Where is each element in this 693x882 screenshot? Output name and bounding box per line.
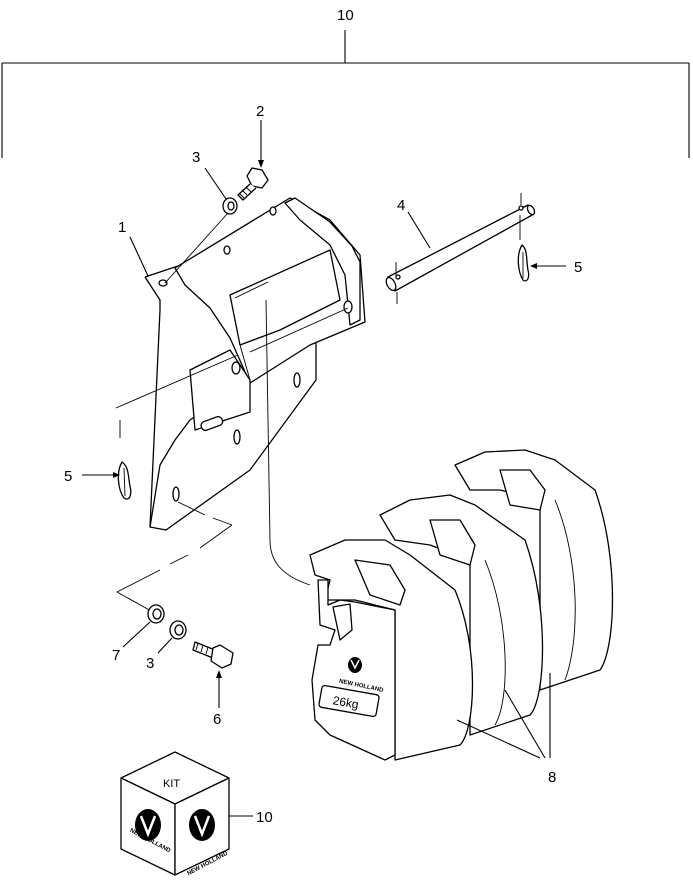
bolt-6 [192, 641, 234, 669]
callout-3-bottom: 3 [146, 655, 154, 672]
callout-5-right: 5 [574, 259, 582, 276]
kit-box: KIT NEW HOLLAND NEW HOLLAND [120, 751, 230, 877]
weight-front: NEW HOLLAND 26kg [309, 539, 474, 761]
bolt-2 [237, 167, 269, 201]
callout-4: 4 [397, 197, 405, 214]
callout-1: 1 [118, 219, 126, 236]
pin-4 [385, 204, 536, 292]
r-clip-5-left [117, 461, 132, 500]
callout-8: 8 [548, 769, 556, 786]
callout-2: 2 [256, 103, 264, 120]
kit-bracket [1, 30, 690, 158]
kit-label: KIT [163, 778, 180, 790]
weight-logo-icon [348, 657, 362, 673]
weight-middle [379, 494, 544, 736]
r-clip-5-right [517, 244, 530, 282]
suitcase-weights: NEW HOLLAND 26kg [309, 449, 614, 761]
kit-logo-left-icon [135, 809, 161, 841]
callout-6: 6 [213, 711, 221, 728]
callout-10-kit: 10 [256, 809, 273, 826]
callout-3-top: 3 [192, 149, 200, 166]
callout-7: 7 [112, 647, 120, 664]
callout-5-left: 5 [64, 468, 72, 485]
callout-10-top: 10 [337, 7, 354, 24]
kit-logo-right-icon [189, 809, 215, 841]
washer-3-bottom [169, 620, 187, 640]
mounting-bracket [144, 197, 366, 531]
washer-3-top [222, 197, 238, 215]
weight-mass-label: 26kg [332, 693, 360, 711]
washer-7 [147, 604, 165, 624]
